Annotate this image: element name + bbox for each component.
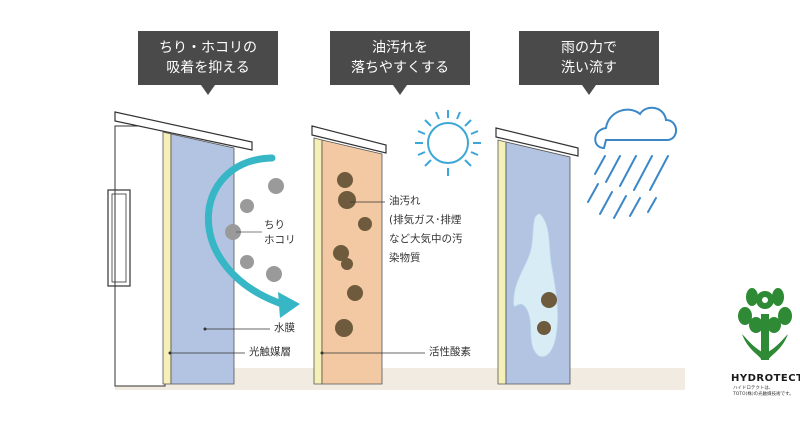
logo-subtext-line: TOTO(株)の光触媒技術です。	[733, 392, 794, 397]
callout-line: ちり・ホコリの	[159, 40, 257, 56]
hydrotect-logo-icon	[738, 288, 792, 360]
oil-stains	[333, 172, 372, 337]
label-active-oxygen: 活性酸素	[429, 346, 471, 358]
oil-stain	[541, 292, 557, 308]
dust-particle	[225, 224, 241, 240]
label-photocatalyst-layer: 光触媒層	[249, 346, 291, 358]
oil-stain	[335, 319, 353, 337]
water-sheet	[513, 213, 559, 358]
oil-stain	[337, 172, 353, 188]
house-wall	[114, 125, 166, 387]
dust-particle	[240, 199, 254, 213]
window-inner	[111, 193, 127, 283]
roof	[495, 127, 579, 157]
callout-dust-repel: ちり・ホコリの 吸着を抑える	[138, 31, 278, 95]
logo-name: HYDROTECT	[731, 373, 800, 384]
window	[107, 189, 131, 287]
repel-arrow-head	[278, 292, 300, 318]
label-line: など大気中の汚	[389, 233, 463, 245]
callout-line: 洗い流す	[561, 60, 617, 76]
oil-stain	[537, 321, 551, 335]
panel-dust	[107, 111, 300, 387]
wall-surface-blue	[170, 133, 235, 385]
photocatalyst-strip	[313, 137, 323, 385]
photocatalyst-strip	[497, 139, 507, 385]
oil-stain	[333, 245, 349, 261]
oil-stain	[341, 258, 353, 270]
panel-rain	[495, 106, 677, 385]
label-line: ちり	[264, 219, 285, 231]
dust-particles	[225, 178, 284, 282]
rain-icon	[587, 155, 669, 219]
oil-stain	[347, 285, 363, 301]
photocatalyst-strip	[162, 131, 172, 385]
callout-line: 吸着を抑える	[166, 60, 250, 76]
oil-stain	[338, 191, 356, 209]
label-dust: ちり ホコリ	[264, 218, 296, 248]
cloud-icon	[594, 106, 677, 150]
washing-stains	[537, 292, 557, 335]
label-line: (排気ガス･排煙	[389, 214, 462, 226]
roof	[114, 111, 253, 151]
oil-stain	[358, 217, 372, 231]
dust-particle	[268, 178, 284, 194]
label-line: ホコリ	[264, 234, 296, 246]
callout-oil-release: 油汚れを 落ちやすくする	[330, 31, 470, 95]
dust-particle	[266, 266, 282, 282]
label-water-film: 水膜	[274, 322, 295, 334]
panel-oil	[311, 110, 481, 385]
callout-rain-wash: 雨の力で 洗い流す	[519, 31, 659, 95]
label-line: 油汚れ	[389, 195, 421, 207]
sun-icon	[415, 110, 481, 176]
callout-line: 油汚れを	[372, 40, 428, 56]
dust-particle	[240, 255, 254, 269]
roof	[311, 125, 387, 154]
label-oil: 油汚れ (排気ガス･排煙 など大気中の汚 染物質	[389, 194, 463, 266]
repel-arrow	[204, 154, 289, 309]
logo-subtext: ハイドロテクトは、 TOTO(株)の光触媒技術です。	[733, 386, 794, 398]
label-line: 染物質	[389, 252, 421, 264]
callout-line: 落ちやすくする	[351, 60, 449, 76]
logo-subtext-line: ハイドロテクトは、	[733, 386, 774, 391]
callout-line: 雨の力で	[561, 40, 617, 56]
